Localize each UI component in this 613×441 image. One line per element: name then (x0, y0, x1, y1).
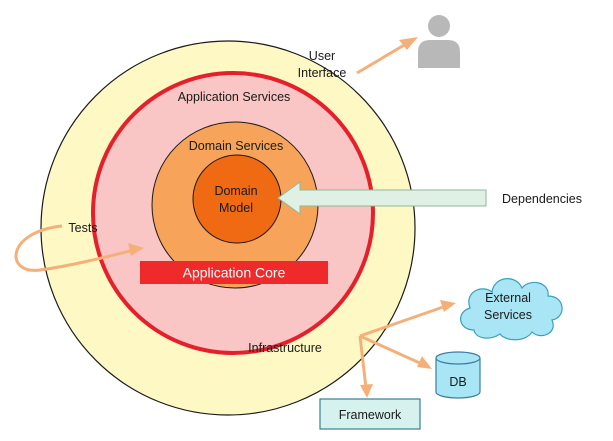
db-label: DB (449, 375, 466, 389)
dependencies-label: Dependencies (502, 192, 582, 206)
domain-model-core (192, 154, 282, 244)
framework-box (319, 398, 421, 430)
application-services-label: Application Services (178, 90, 291, 104)
domain-model-label-line2: Model (219, 201, 253, 215)
domain-services-label: Domain Services (189, 139, 283, 153)
domain-model-label-line1: Domain (214, 184, 257, 198)
user-interface-label-line1: User (309, 49, 335, 63)
user-interface-label-line2: Interface (298, 66, 347, 80)
database-cylinder-icon (435, 351, 481, 399)
user-interface-arrow (356, 37, 418, 75)
application-core-label: Application Core (183, 265, 286, 281)
cloud-icon (460, 278, 563, 341)
application-core-banner (140, 261, 328, 284)
tests-loop-arrow (14, 224, 144, 272)
dependencies-arrow (277, 181, 487, 215)
infrastructure-arrows (358, 300, 456, 398)
infrastructure-label: Infrastructure (248, 341, 322, 355)
framework-label: Framework (339, 408, 402, 422)
external-services-label-line1: External (485, 291, 531, 305)
external-services-label-line2: Services (484, 308, 532, 322)
tests-label: Tests (68, 221, 97, 235)
user-silhouette-icon (418, 15, 460, 68)
